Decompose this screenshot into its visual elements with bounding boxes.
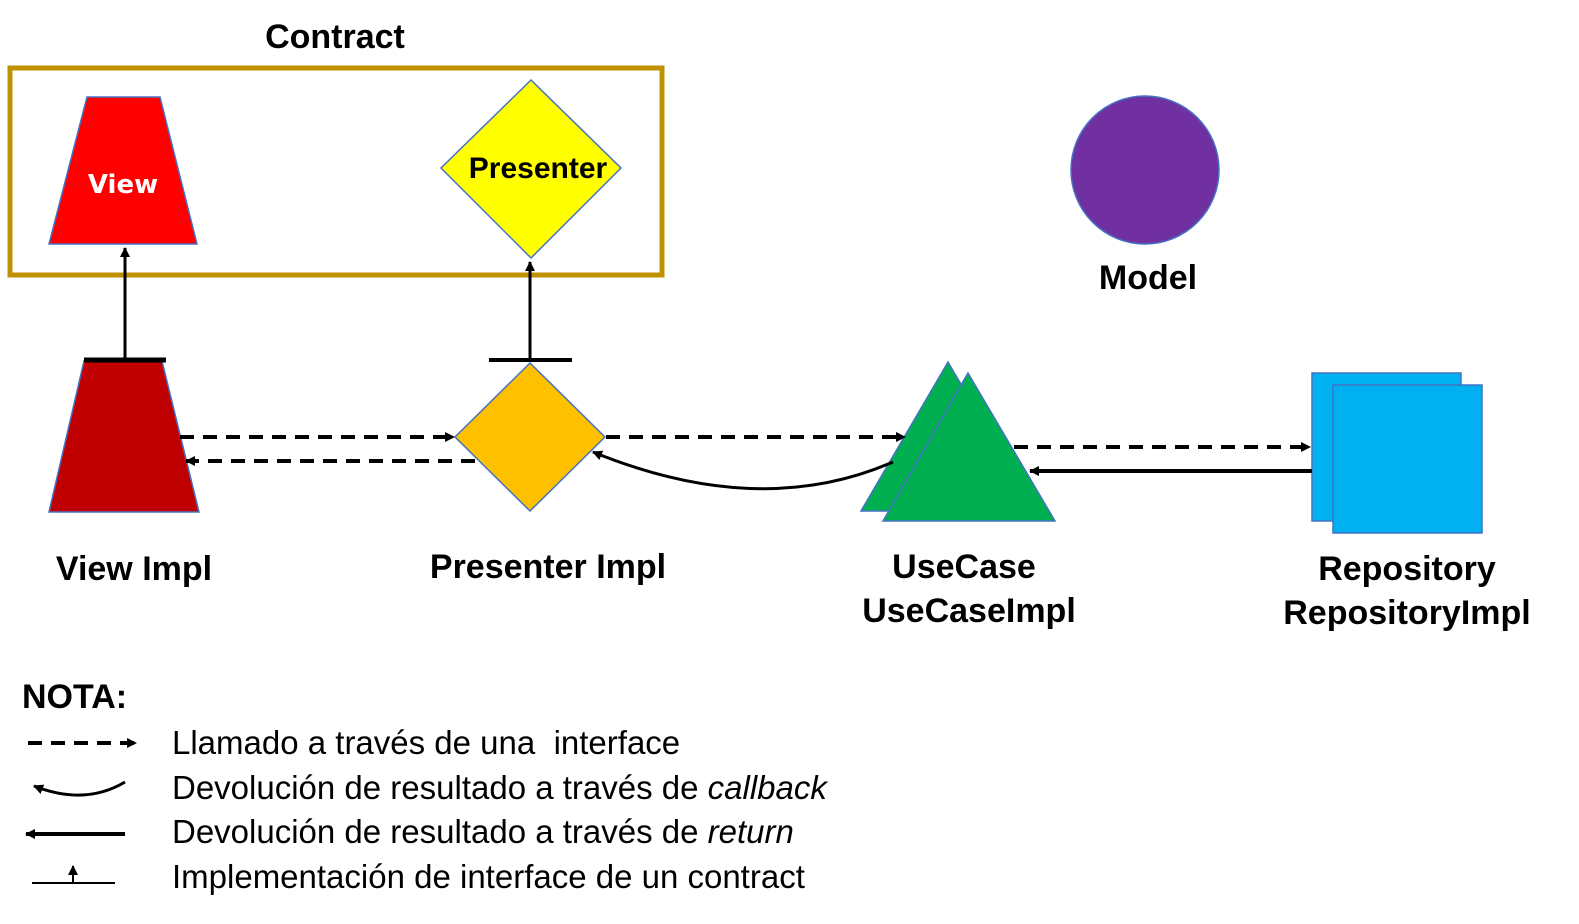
view-impl-label: View Impl [56, 550, 212, 588]
legend-dashed-text: Llamado a través de una interface [172, 724, 680, 761]
view-impl-shape [48, 360, 200, 513]
contract-box [7, 65, 665, 278]
legend-item-dashed: Llamado a través de una interface [28, 724, 680, 761]
repository-impl-label: RepositoryImpl [1283, 594, 1530, 632]
legend-callback-curve-icon [33, 780, 126, 797]
model-label: Model [1099, 259, 1197, 297]
contract-title: Contract [265, 18, 405, 56]
repository-shape-front [1332, 384, 1483, 534]
repository-label: Repository [1318, 550, 1496, 588]
usecase-shape-front [881, 371, 1057, 522]
legend-item-callback: Devolución de resultado a través de call… [33, 769, 828, 806]
view-label: View [88, 170, 158, 200]
legend-item-return: Devolución de resultado a través de retu… [25, 813, 794, 850]
usecase-callback-curve [592, 450, 894, 491]
legend-title: NOTA: [22, 678, 127, 716]
model-shape [1070, 95, 1220, 245]
legend-item-implementation: Implementación de interface de un contra… [32, 858, 805, 895]
presenter-impl-shape [453, 361, 607, 513]
presenter-implements-connector [489, 261, 572, 362]
legend-callback-text: Devolución de resultado a través de call… [172, 769, 828, 806]
legend-implementation-text: Implementación de interface de un contra… [172, 858, 805, 895]
usecase-impl-label: UseCaseImpl [862, 592, 1076, 630]
legend-return-text: Devolución de resultado a través de retu… [172, 813, 794, 850]
usecase-label: UseCase [892, 548, 1036, 586]
presenter-impl-label: Presenter Impl [430, 548, 666, 586]
presenter-shape [439, 78, 623, 260]
view-shape [48, 96, 198, 245]
view-implements-connector [84, 247, 166, 363]
presenter-label: Presenter [469, 152, 608, 185]
